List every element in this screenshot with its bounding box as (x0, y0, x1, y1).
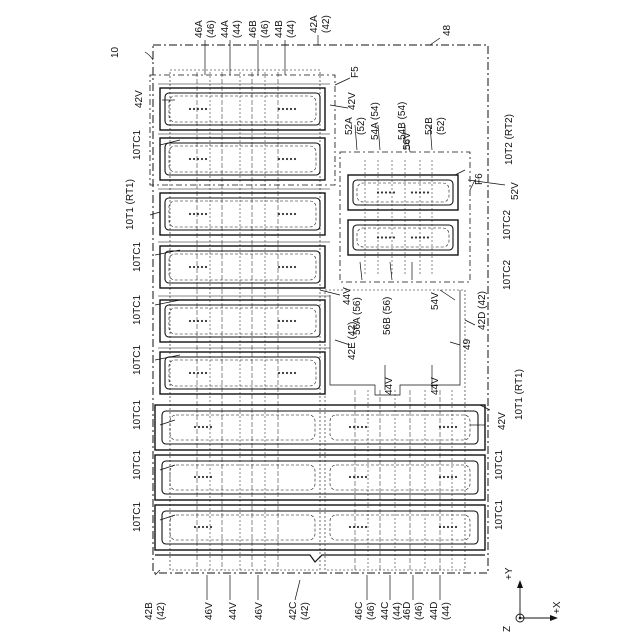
label-46a: 46A (194, 20, 205, 38)
label-46c-sub: (46) (366, 602, 377, 620)
label-10tc1-4: 10TC1 (132, 345, 143, 375)
axis-x-label: +X (552, 601, 563, 614)
label-54v: 54V (430, 292, 441, 310)
bus-lines (197, 72, 460, 570)
label-42b-sub: (42) (156, 602, 167, 620)
cell-10tc1-3 (160, 193, 325, 235)
label-10tc1-3: 10TC1 (132, 295, 143, 325)
label-52a: 52A (344, 117, 355, 135)
label-56v: 56V (402, 132, 413, 150)
label-46b-sub: (46) (260, 20, 271, 38)
label-10tc1-5: 10TC1 (132, 400, 143, 430)
reference-labels: 1046A(46)44A(44)46B(46)44B(44)42A(42)48F… (110, 15, 563, 632)
label-f6: F6 (474, 173, 485, 185)
label-44v-3: 44V (430, 377, 441, 395)
axis-z-label: Z (502, 626, 513, 632)
label-42a-sub: (42) (321, 15, 332, 33)
label-44b: 44B (274, 20, 285, 38)
label-52b: 52B (424, 117, 435, 135)
label-46c: 46C (354, 602, 365, 620)
label-44d: 44D (429, 602, 440, 620)
label-10tc1-7: 10TC1 (132, 502, 143, 532)
label-42a: 42A (309, 15, 320, 33)
label-10tc1-8: 10TC1 (494, 450, 505, 480)
label-46d-sub: (46) (414, 602, 425, 620)
label-48: 48 (442, 24, 453, 36)
axis-indicator (516, 580, 558, 622)
label-42e: 42E (42) (347, 322, 358, 360)
label-10tc2-b: 10TC2 (502, 260, 513, 290)
label-52a-sub: (52) (356, 117, 367, 135)
cell-10tc2-2 (348, 220, 458, 255)
small-cell-group (348, 175, 458, 255)
label-44b-sub: (44) (286, 20, 297, 38)
label-42v-top: 42V (134, 90, 145, 108)
cell-10tc1-1 (160, 88, 325, 130)
label-52v: 52V (510, 182, 521, 200)
label-46a-sub: (46) (206, 20, 217, 38)
label-44d-sub: (44) (441, 602, 452, 620)
label-56b: 56B (56) (382, 297, 393, 335)
label-42d: 42D (42) (477, 291, 488, 330)
cell-wide-1 (155, 405, 485, 450)
label-44v-1: 44V (342, 287, 353, 305)
label-44a-sub: (44) (232, 20, 243, 38)
cell-10tc1-2 (160, 138, 325, 180)
label-52b-sub: (52) (436, 117, 447, 135)
label-49: 49 (462, 338, 473, 350)
label-42c-sub: (42) (300, 602, 311, 620)
label-42v-right: 42V (497, 412, 508, 430)
cell-10tc1-4 (160, 246, 325, 288)
label-10tc1-1: 10TC1 (132, 130, 143, 160)
label-46v-1: 46V (204, 602, 215, 620)
label-54a: 54A (54) (370, 102, 381, 140)
label-10t1-left: 10T1 (RT1) (125, 179, 136, 230)
label-46b: 46B (248, 20, 259, 38)
cell-wide-3 (155, 505, 485, 550)
label-10tc1-2: 10TC1 (132, 242, 143, 272)
label-42c: 42C (288, 602, 299, 620)
label-42b: 42B (144, 602, 155, 620)
label-44v-2: 44V (384, 377, 395, 395)
label-42v-top2: 42V (347, 92, 358, 110)
label-44c: 44C (380, 602, 391, 620)
left-cell-column (158, 84, 330, 394)
label-f5: F5 (350, 66, 361, 78)
cell-10tc1-5 (160, 300, 325, 342)
ref-numeral-10: 10 (110, 46, 121, 58)
axis-y-label: +Y (504, 567, 515, 580)
label-10t1-right: 10T1 (RT1) (514, 369, 525, 420)
cell-10tc1-6 (160, 352, 325, 394)
label-44a: 44A (220, 20, 231, 38)
label-10tc2-a: 10TC2 (502, 210, 513, 240)
label-46v-2: 46V (254, 602, 265, 620)
region-42a (170, 70, 320, 570)
label-10t2: 10T2 (RT2) (504, 114, 515, 165)
cell-10tc2-1 (348, 175, 458, 210)
label-46d: 46D (402, 602, 413, 620)
label-10tc1-9: 10TC1 (494, 500, 505, 530)
label-44v-bottom: 44V (228, 602, 239, 620)
label-10tc1-6: 10TC1 (132, 450, 143, 480)
